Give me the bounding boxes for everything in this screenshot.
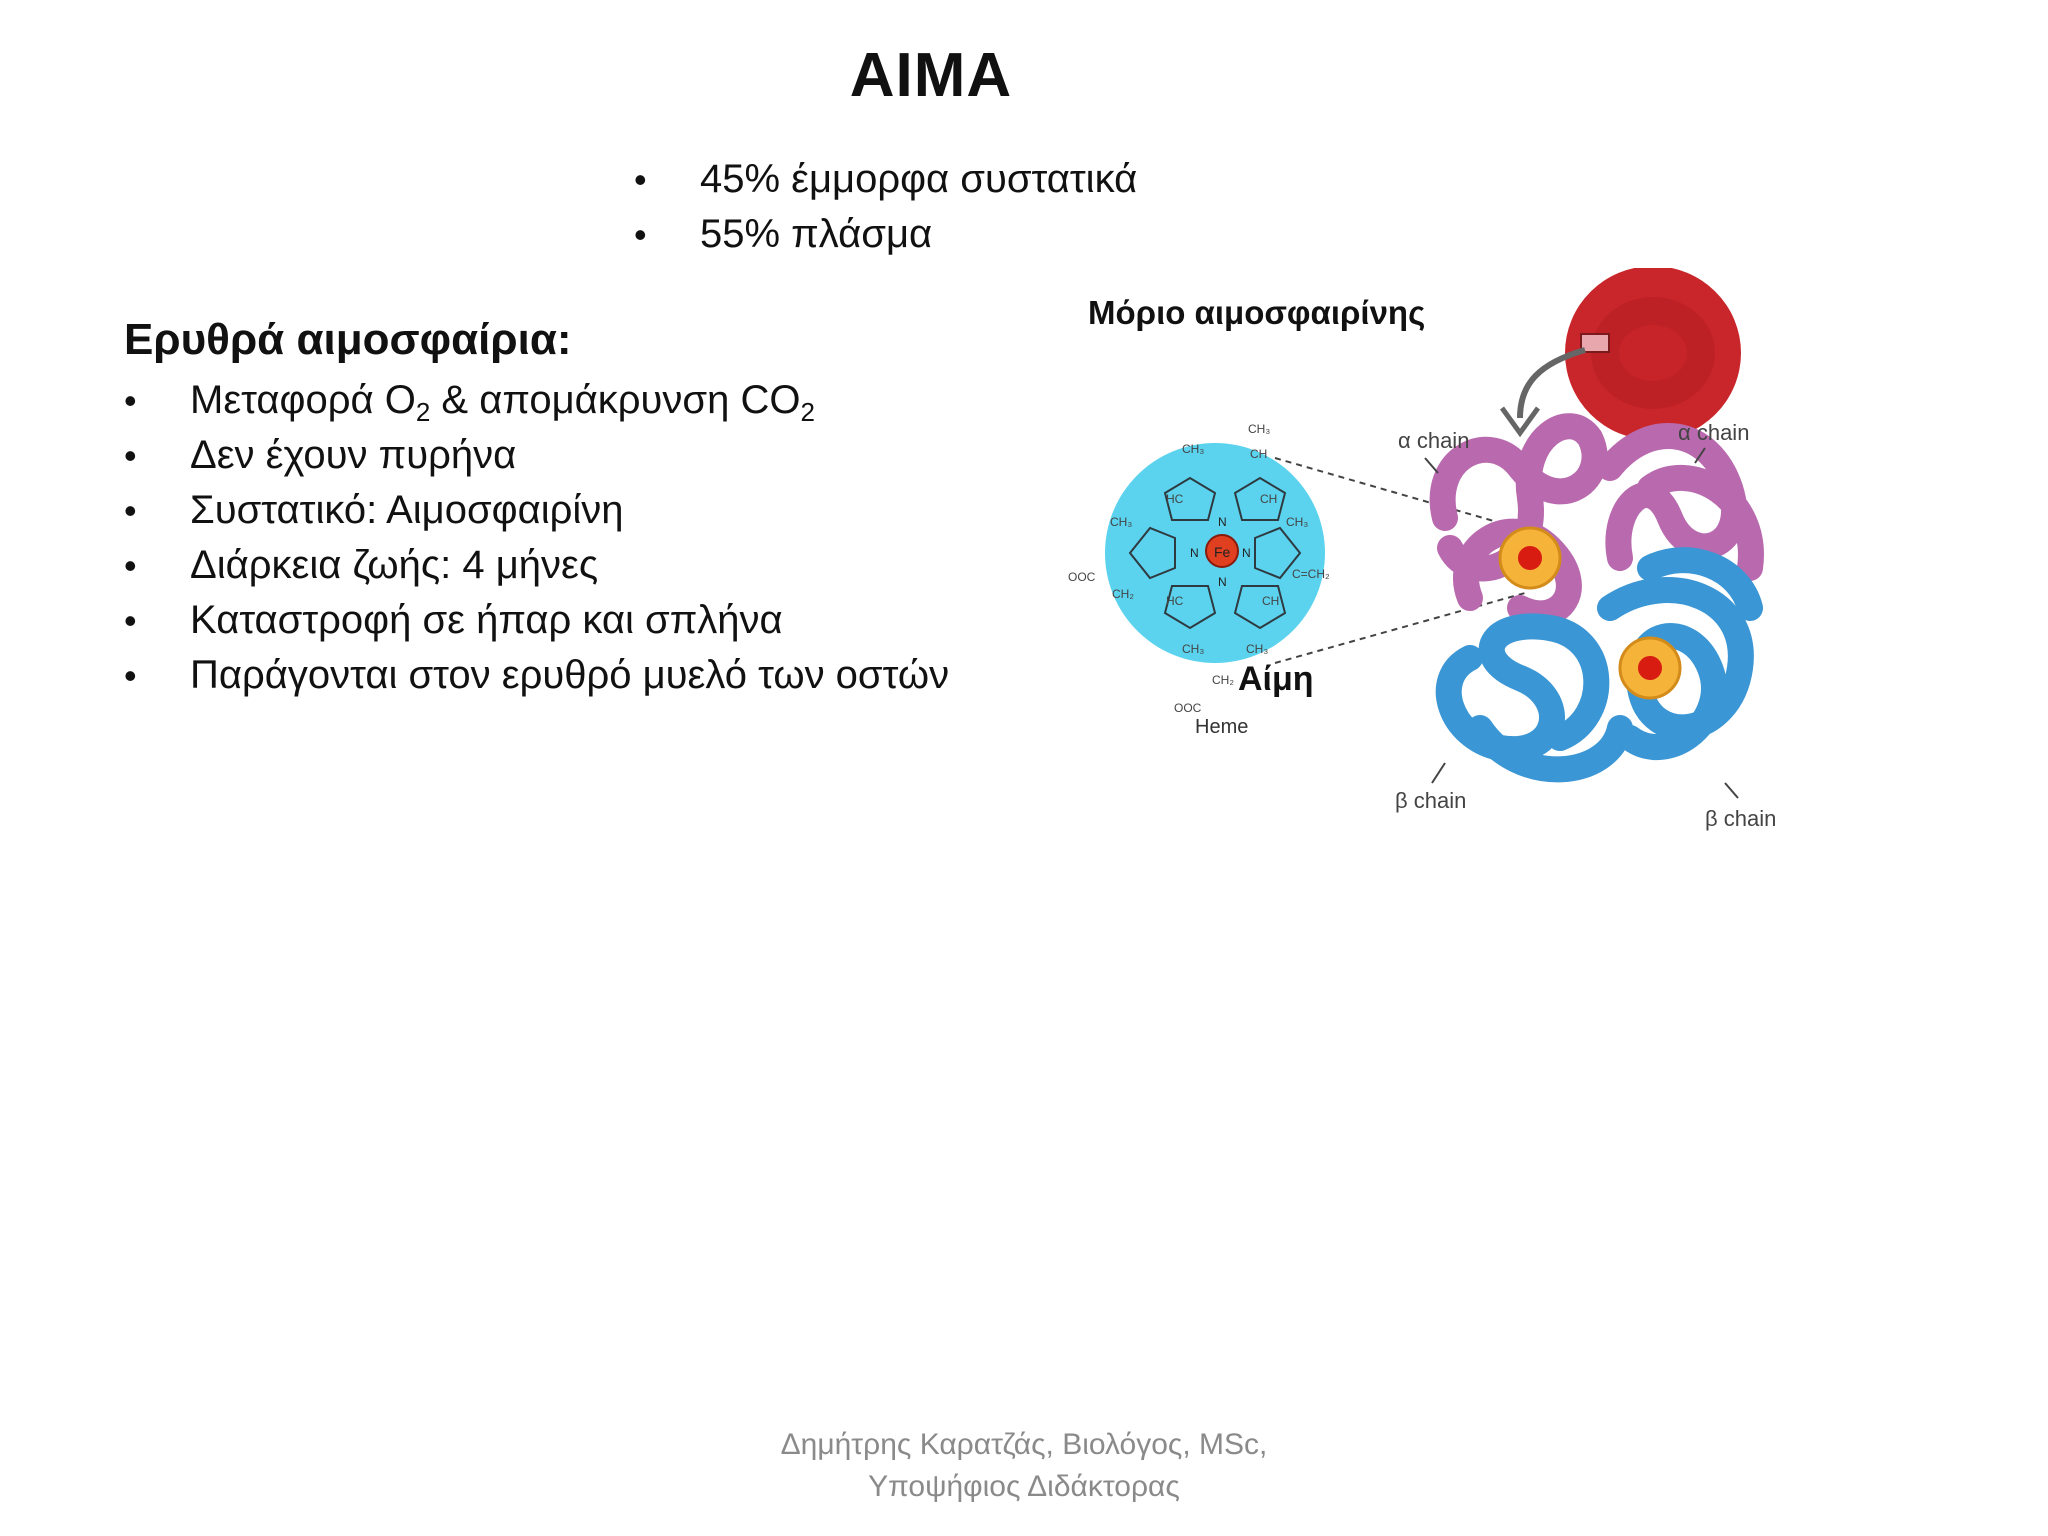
ch2-label: CH₂ <box>1112 587 1134 601</box>
hc-label: HC <box>1166 492 1184 506</box>
beta-chain-label: β chain <box>1705 806 1776 831</box>
section-bullet-item: • Διάρκεια ζωής: 4 μήνες <box>124 538 949 593</box>
top-bullet-item: • 55% πλάσμα <box>634 207 1137 262</box>
heme-structure-diagram: Fe N N N N CH₃ CH₃ CH HC CH CH₃ CH₃ C=CH… <box>1068 422 1526 738</box>
slide-title: ΑΙΜΑ <box>849 41 1013 110</box>
text-part: Μεταφορά O <box>190 378 416 422</box>
beta-chain-icon <box>1435 547 1763 783</box>
bullet-marker: • <box>124 435 137 476</box>
vinyl-label: C=CH₂ <box>1292 567 1330 581</box>
bullet-marker: • <box>124 380 137 421</box>
ooc-label: OOC <box>1068 570 1096 584</box>
top-bullet-text: 55% πλάσμα <box>700 212 933 256</box>
footer-line: Υποψήφιος Διδάκτορας <box>868 1470 1180 1503</box>
hemoglobin-figure: Fe N N N N CH₃ CH₃ CH HC CH CH₃ CH₃ C=CH… <box>1050 268 1810 848</box>
n-label: N <box>1190 546 1199 560</box>
section-bullet-item: • Δεν έχουν πυρήνα <box>124 428 949 483</box>
heme-label: Αίμη <box>1238 660 1314 698</box>
section-bullet-text: Διάρκεια ζωής: 4 μήνες <box>190 543 599 587</box>
footer-line: Δημήτρης Καρατζάς, Βιολόγος, MSc, <box>780 1428 1268 1461</box>
ch2-label: CH₂ <box>1212 673 1234 687</box>
ch3-label: CH₃ <box>1182 642 1204 656</box>
ch3-label: CH₃ <box>1110 515 1132 529</box>
bullet-marker: • <box>124 655 137 696</box>
iron-site-icon <box>1498 526 1682 700</box>
text-part: & απομάκρυνση CO <box>430 378 801 422</box>
section-bullet-item: • Καταστροφή σε ήπαρ και σπλήνα <box>124 593 949 648</box>
figure-title: Μόριο αιμοσφαιρίνης <box>1088 294 1426 331</box>
red-blood-cell-icon <box>1565 268 1741 440</box>
heme-caption: Heme <box>1195 716 1248 738</box>
n-label: N <box>1218 515 1227 529</box>
section-bullet-item: • Συστατικό: Αιμοσφαιρίνη <box>124 483 949 538</box>
bullet-marker: • <box>124 545 137 586</box>
bullet-marker: • <box>634 159 647 200</box>
section-bullet-text: Παράγονται στον ερυθρό μυελό των οστών <box>190 653 950 697</box>
ch3-label: CH₃ <box>1286 515 1308 529</box>
ch-label: CH <box>1250 447 1267 461</box>
section-bullet-text: Μεταφορά O2 & απομάκρυνση CO2 <box>190 373 815 428</box>
bullet-marker: • <box>124 600 137 641</box>
n-label: N <box>1242 546 1251 560</box>
bullet-marker: • <box>124 490 137 531</box>
section-bullet-item: • Παράγονται στον ερυθρό μυελό των οστών <box>124 648 949 703</box>
section-bullet-item: • Μεταφορά O2 & απομάκρυνση CO2 <box>124 373 949 428</box>
ch3-label: CH₃ <box>1182 442 1204 456</box>
top-bullet-text: 45% έμμορφα συστατικά <box>700 157 1138 201</box>
footer-credit: Δημήτρης Καρατζάς, Βιολόγος, MSc, Υποψήφ… <box>0 1424 2048 1508</box>
alpha-chain-label: α chain <box>1398 428 1469 453</box>
hemoglobin-illustration: Fe N N N N CH₃ CH₃ CH HC CH CH₃ CH₃ C=CH… <box>1068 268 1776 831</box>
bullet-marker: • <box>634 214 647 255</box>
alpha-chain-label: α chain <box>1678 420 1749 445</box>
fe-label: Fe <box>1214 544 1231 560</box>
ch3-label: CH₃ <box>1246 642 1268 656</box>
zoom-arrow-icon <box>1499 347 1586 438</box>
subscript: 2 <box>415 397 431 427</box>
beta-chain-label: β chain <box>1395 788 1466 813</box>
ch-label: CH <box>1262 594 1279 608</box>
top-bullet-list: • 45% έμμορφα συστατικά • 55% πλάσμα <box>634 152 1137 262</box>
ch3-label: CH₃ <box>1248 422 1270 436</box>
red-blood-cells-section: Ερυθρά αιμοσφαίρια: • Μεταφορά O2 & απομ… <box>124 315 949 703</box>
ch-label: CH <box>1260 492 1277 506</box>
ooc-label: OOC <box>1174 701 1202 715</box>
top-bullet-item: • 45% έμμορφα συστατικά <box>634 152 1137 207</box>
section-bullet-list: • Μεταφορά O2 & απομάκρυνση CO2 • Δεν έχ… <box>124 373 949 703</box>
n-label: N <box>1218 575 1227 589</box>
section-bullet-text: Συστατικό: Αιμοσφαιρίνη <box>190 488 624 532</box>
section-bullet-text: Καταστροφή σε ήπαρ και σπλήνα <box>190 598 783 642</box>
hc-label: HC <box>1166 594 1184 608</box>
section-heading: Ερυθρά αιμοσφαίρια: <box>124 315 572 364</box>
section-bullet-text: Δεν έχουν πυρήνα <box>190 433 517 477</box>
subscript: 2 <box>800 397 815 427</box>
